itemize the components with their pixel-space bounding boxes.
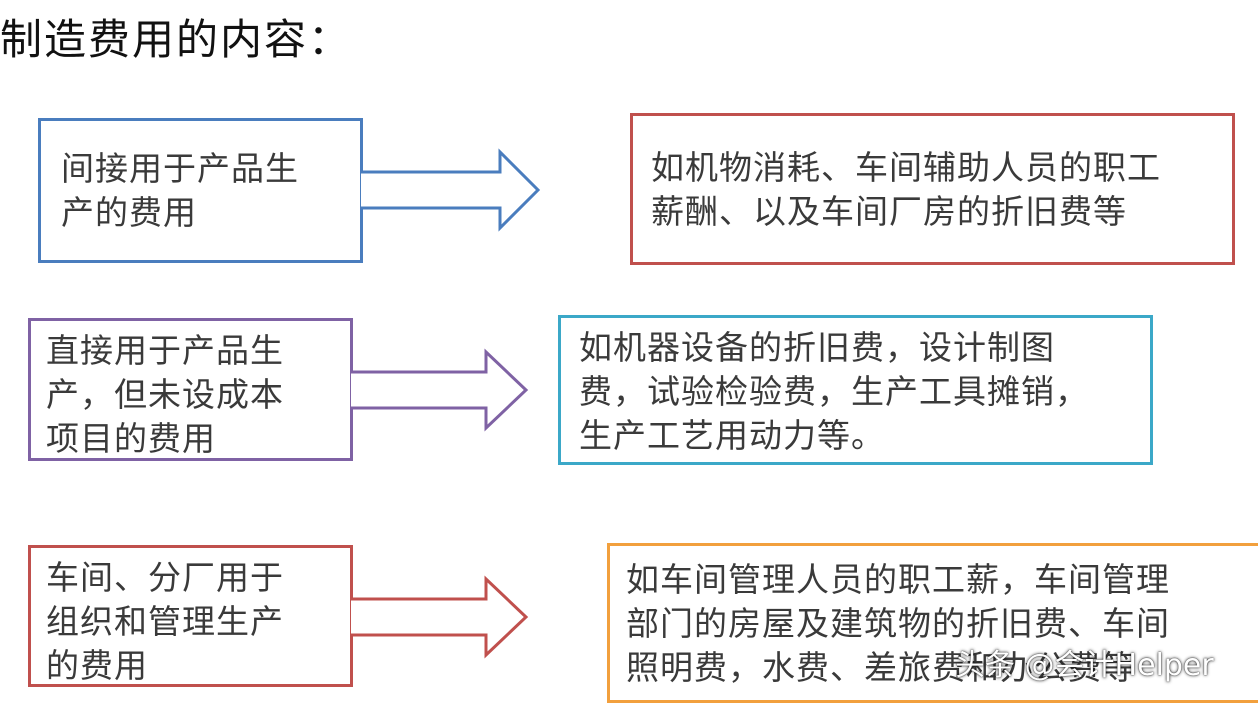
example-text-line: 生产工艺用动力等。 — [579, 416, 885, 455]
example-box-direct: 如机器设备的折旧费，设计制图 费，试验检验费，生产工具摊销， 生产工艺用动力等。 — [558, 315, 1153, 465]
category-text-line: 项目的费用 — [46, 419, 216, 458]
example-box-management: 如车间管理人员的职工薪，车间管理 部门的房屋及建筑物的折旧费、车间 照明费，水费… — [607, 543, 1258, 703]
example-text-line: 照明费，水费、差旅费和办公费等 — [626, 648, 1136, 687]
category-text-line: 产的费用 — [61, 193, 197, 232]
category-text-line: 车间、分厂用于 — [46, 558, 284, 597]
category-text-line: 组织和管理生产 — [46, 602, 284, 641]
category-text-line: 的费用 — [46, 646, 148, 685]
example-text-line: 薪酬、以及车间厂房的折旧费等 — [651, 192, 1127, 231]
arrow-right-icon — [351, 348, 529, 432]
example-text-line: 如车间管理人员的职工薪，车间管理 — [626, 560, 1170, 599]
example-text-line: 部门的房屋及建筑物的折旧费、车间 — [626, 604, 1170, 643]
example-box-indirect: 如机物消耗、车间辅助人员的职工 薪酬、以及车间厂房的折旧费等 — [630, 113, 1235, 265]
category-box-direct: 直接用于产品生 产，但未设成本 项目的费用 — [28, 318, 353, 461]
category-box-indirect: 间接用于产品生 产的费用 — [38, 118, 363, 263]
watermark: 头条 @会计Helper — [955, 648, 1214, 683]
arrow-right-icon — [351, 575, 529, 659]
arrow-right-icon — [361, 148, 541, 232]
category-text-line: 直接用于产品生 — [46, 331, 284, 370]
category-text-line: 产，但未设成本 — [46, 375, 284, 414]
example-text-line: 如机器设备的折旧费，设计制图 — [579, 328, 1055, 367]
example-text-line: 费，试验检验费，生产工具摊销， — [579, 372, 1089, 411]
example-text-line: 如机物消耗、车间辅助人员的职工 — [651, 148, 1161, 187]
category-text-line: 间接用于产品生 — [61, 149, 299, 188]
page-title: 制造费用的内容： — [0, 15, 353, 64]
category-box-management: 车间、分厂用于 组织和管理生产 的费用 — [28, 545, 353, 687]
